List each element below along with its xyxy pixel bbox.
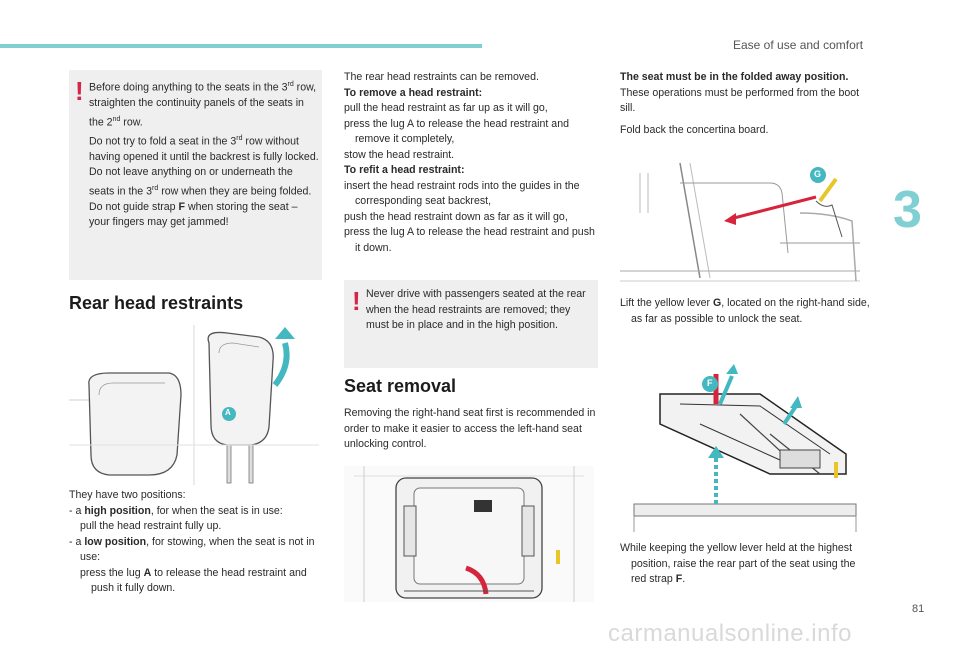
warning-text: Before doing anything to the seats in th… xyxy=(89,77,319,231)
warning-icon: ! xyxy=(352,286,361,316)
boot-sill-note: These operations must be performed from … xyxy=(620,86,860,115)
remove-step-3: stow the head restraint. xyxy=(344,148,455,161)
position-high-step: pull the head restraint fully up. xyxy=(80,520,222,532)
seat-removal-instructions: The seat must be in the folded away posi… xyxy=(620,70,860,138)
seat-removal-heading: Seat removal xyxy=(344,376,457,396)
section-header-title: Ease of use and comfort xyxy=(733,38,864,52)
step-fold-concertina: Fold back the concertina board. xyxy=(620,123,769,136)
warning-passengers-text: Never drive with passengers seated at th… xyxy=(366,288,586,331)
removal-intro: The rear head restraints can be removed. xyxy=(344,71,539,83)
warning-box-seats: ! Before doing anything to the seats in … xyxy=(69,70,322,280)
head-restraint-figure: A xyxy=(69,325,321,485)
refit-step-2: push the head restraint down as far as i… xyxy=(344,210,568,223)
remove-step-1: pull the head restraint as far up as it … xyxy=(344,102,548,114)
warning-line-3: Do not leave anything on or underneath t… xyxy=(89,166,312,198)
watermark: carmanualsonline.info xyxy=(608,620,852,647)
refit-step-1: insert the head restraint rods into the … xyxy=(344,179,580,208)
seat-top-view-figure xyxy=(344,466,594,602)
page-number: 81 xyxy=(912,603,925,615)
warning-line-1: Before doing anything to the seats in th… xyxy=(89,81,317,129)
remove-step-2: press the lug A to release the head rest… xyxy=(344,117,569,146)
head-restraint-removal-text: The rear head restraints can be removed.… xyxy=(344,70,598,256)
step-lift-lever-g: Lift the yellow lever G, located on the … xyxy=(620,297,870,325)
head-restraint-positions: They have two positions: - a high positi… xyxy=(69,488,325,597)
warning-line-2: Do not try to fold a seat in the 3rd row… xyxy=(89,134,319,163)
strap-f-figure: F xyxy=(620,364,860,536)
lever-g-figure: G xyxy=(620,153,860,288)
step-raise-with-strap-f: While keeping the yellow lever held at t… xyxy=(620,542,856,585)
warning-icon: ! xyxy=(75,76,84,106)
position-low: - a low position, for stowing, when the … xyxy=(69,535,315,564)
rear-head-restraints-heading: Rear head restraints xyxy=(69,293,244,313)
warning-box-passengers: ! Never drive with passengers seated at … xyxy=(344,280,598,368)
figure-label-a: A xyxy=(225,408,231,417)
remove-heading: To remove a head restraint: xyxy=(344,86,483,99)
position-low-step: press the lug A to release the head rest… xyxy=(80,566,307,595)
refit-step-3: press the lug A to release the head rest… xyxy=(344,226,595,254)
warning-line-4: Do not guide strap F when storing the se… xyxy=(89,200,298,229)
figure-label-g: G xyxy=(814,169,822,179)
chapter-number: 3 xyxy=(893,181,922,239)
seat-removal-text: Removing the right-hand seat first is re… xyxy=(344,407,596,450)
position-high: - a high position, for when the seat is … xyxy=(69,504,283,517)
positions-intro: They have two positions: xyxy=(69,489,186,501)
figure-label-f: F xyxy=(707,378,713,388)
header-accent-bar xyxy=(0,44,482,48)
refit-heading: To refit a head restraint: xyxy=(344,164,465,176)
folded-position-note: The seat must be in the folded away posi… xyxy=(620,71,849,83)
